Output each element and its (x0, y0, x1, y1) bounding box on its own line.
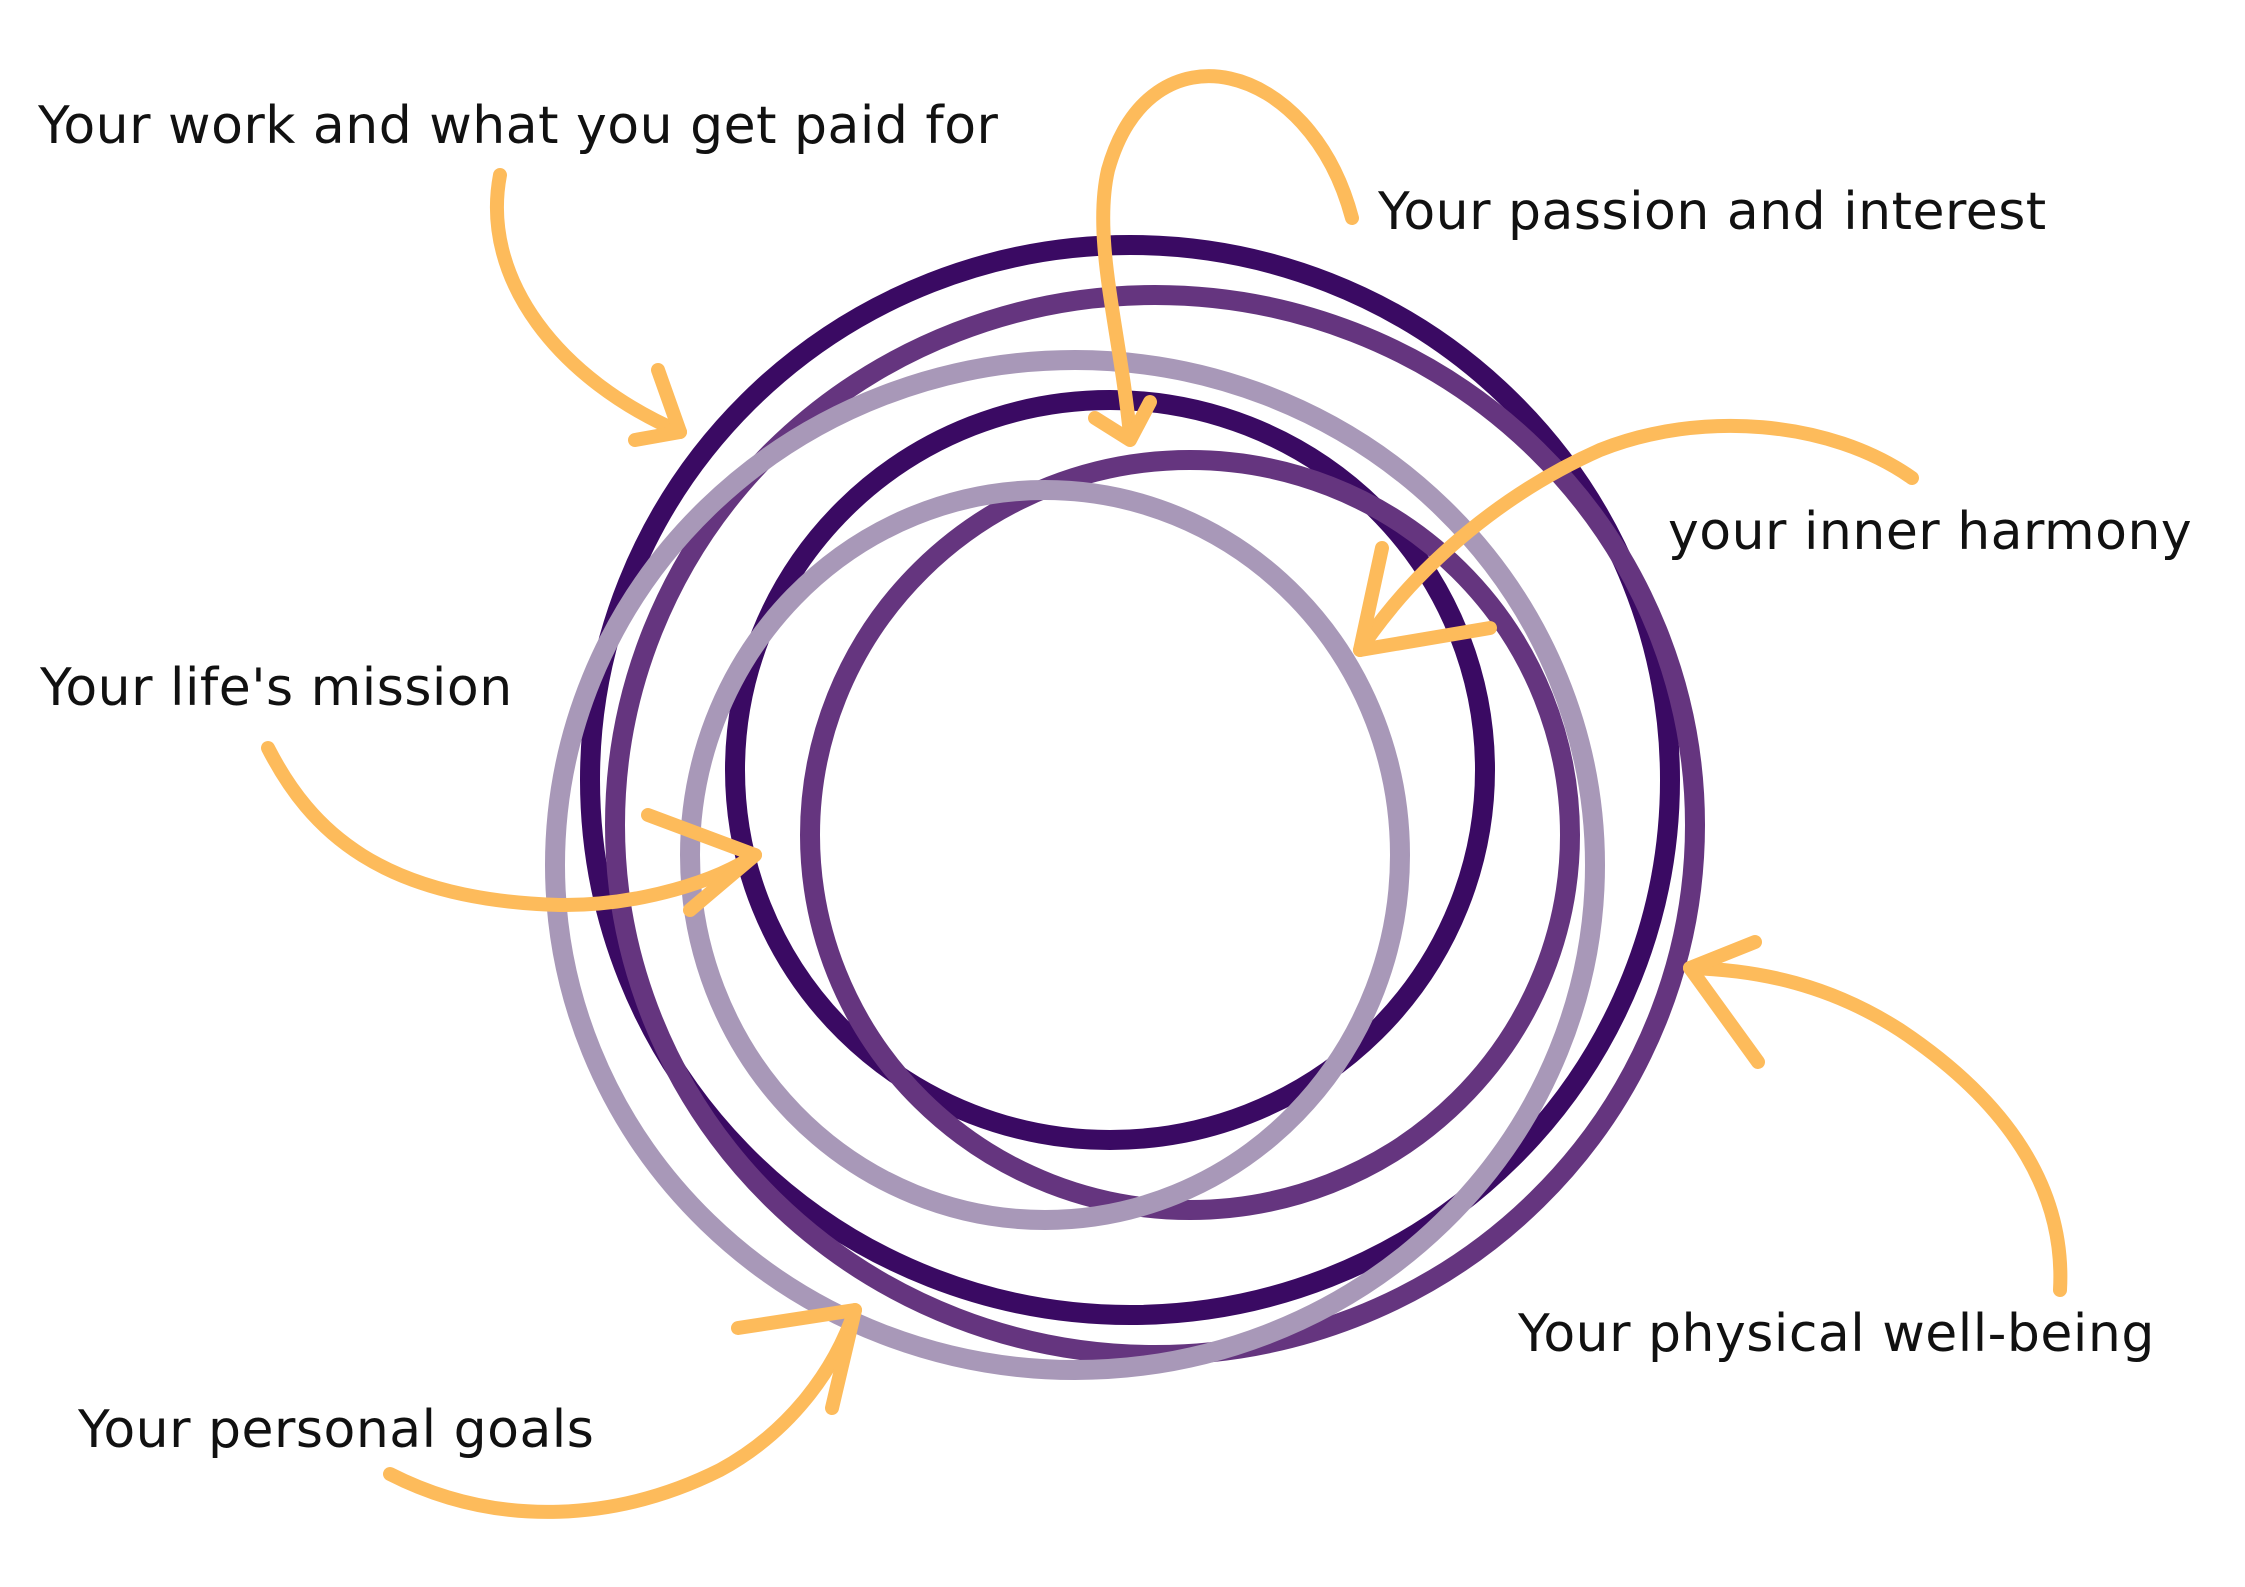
arrow-passion (1088, 69, 1359, 447)
label-work: Your work and what you get paid for (38, 96, 999, 156)
ring-inner-light (680, 480, 1410, 1230)
arrow-goals (383, 1303, 862, 1519)
rings-group (545, 235, 1705, 1380)
label-physical-well-being: Your physical well-being (1518, 1304, 2155, 1364)
ring-inner-mid (800, 450, 1580, 1220)
arrow-physical (1683, 935, 2068, 1297)
arrows-group (261, 69, 2068, 1519)
ring-inner-dark (725, 390, 1495, 1150)
ring-outer-dark (580, 235, 1680, 1325)
label-personal-goals: Your personal goals (78, 1400, 595, 1460)
arrow-work (489, 168, 687, 447)
arrow-mission (261, 741, 762, 917)
label-passion: Your passion and interest (1378, 182, 2047, 242)
ring-outer-light (545, 350, 1605, 1380)
label-life-mission: Your life's mission (40, 658, 513, 718)
arrow-harmony (1353, 418, 1919, 657)
label-inner-harmony: your inner harmony (1668, 502, 2193, 562)
